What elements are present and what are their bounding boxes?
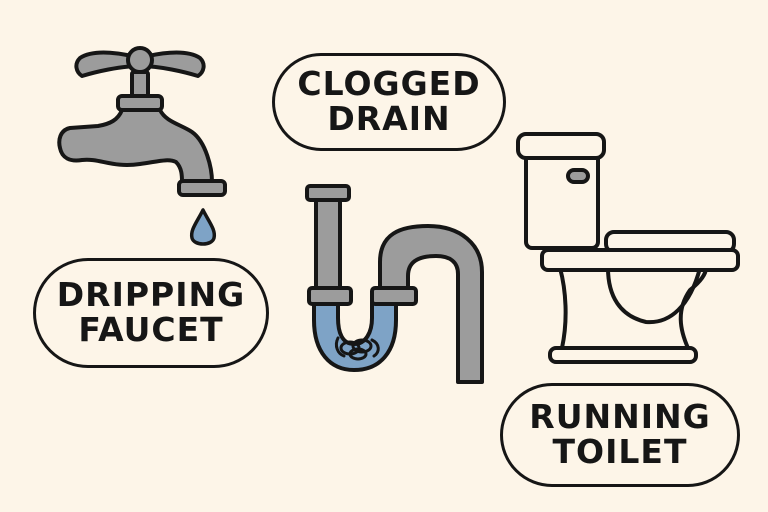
label-dripping-faucet: DRIPPING FAUCET: [33, 258, 269, 368]
water-drop-icon: [189, 208, 217, 246]
label-line: DRAIN: [327, 99, 451, 138]
label-clogged-drain: CLOGGED DRAIN: [272, 53, 506, 151]
label-line: CLOGGED: [297, 64, 481, 104]
label-line: TOILET: [552, 432, 688, 471]
label-line: FAUCET: [78, 310, 224, 349]
clog-icon: [334, 336, 380, 361]
label-line: DRIPPING: [56, 275, 246, 315]
label-running-toilet: RUNNING TOILET: [500, 383, 740, 487]
flush-handle-icon: [566, 168, 590, 184]
label-line: RUNNING: [529, 397, 711, 437]
